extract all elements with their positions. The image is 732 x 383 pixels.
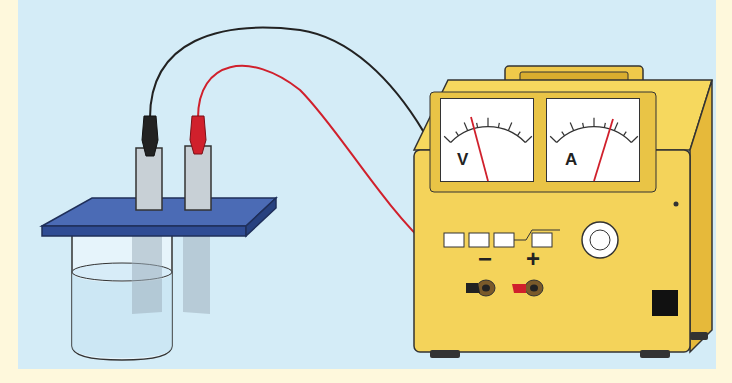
terminal-sign: −: [478, 247, 492, 271]
electrode-submerged: [132, 230, 162, 314]
power-supply: [414, 66, 712, 358]
scale-tick: [614, 123, 618, 131]
beaker: [72, 230, 210, 360]
scale-tick: [456, 132, 459, 136]
meter-scale: [441, 99, 535, 183]
scale-tick: [604, 123, 606, 128]
scale-tick: [570, 123, 574, 131]
red-clip: [190, 116, 206, 154]
scale-tick: [487, 118, 488, 127]
black-clip: [142, 116, 158, 156]
meter-needle: [594, 119, 613, 181]
scale-tick: [550, 136, 556, 142]
meter-unit: A: [565, 151, 577, 168]
scale-tick: [582, 123, 584, 128]
meter-scale: [547, 99, 641, 183]
scale-tick: [623, 132, 626, 136]
electrode: [136, 148, 162, 210]
scale-tick: [444, 136, 450, 142]
electrode-submerged: [183, 230, 210, 314]
scale-tick: [476, 123, 478, 128]
scale-tick: [593, 118, 594, 127]
scale-tick: [562, 132, 565, 136]
meter-unit: V: [457, 151, 468, 168]
scale-arc: [451, 127, 526, 143]
terminal-sign: +: [526, 247, 540, 271]
meter-face: V: [440, 98, 534, 182]
meter-face: A: [546, 98, 640, 182]
scale-tick: [631, 136, 637, 142]
meter-needle: [471, 117, 488, 181]
scale-tick: [498, 123, 500, 128]
electrode: [185, 146, 211, 210]
scale-tick: [508, 123, 512, 131]
background-panel: [18, 0, 716, 369]
scale-tick: [525, 136, 531, 142]
scale-tick: [517, 132, 520, 136]
scale-tick: [464, 123, 468, 131]
scale-arc: [557, 127, 632, 143]
